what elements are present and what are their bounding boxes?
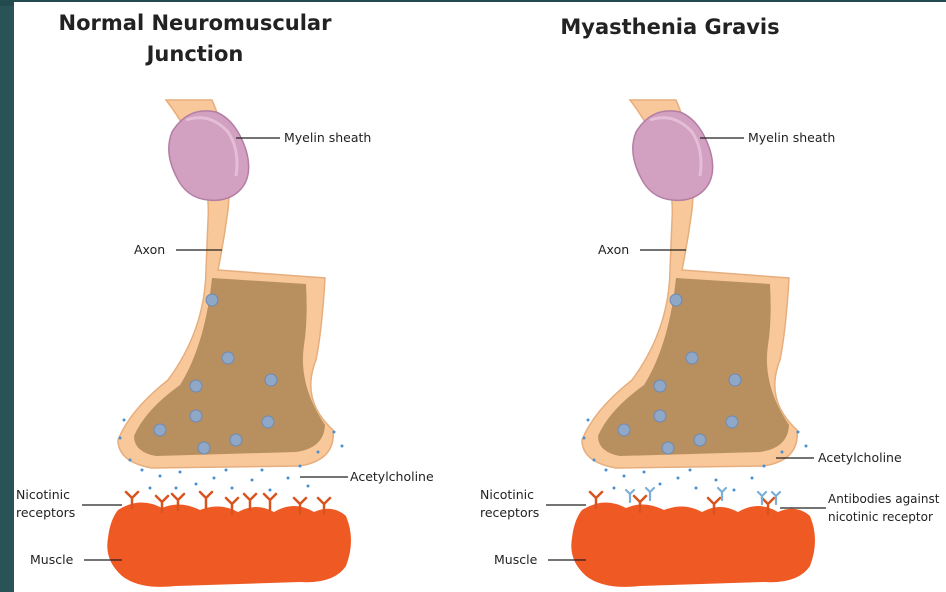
normal-panel-title: Normal Neuromuscular Junction: [40, 8, 350, 70]
normal-junction-illustration: [107, 100, 351, 587]
myelin-sheath-label: Myelin sheath: [284, 129, 371, 147]
acetylcholine-label: Acetylcholine: [350, 468, 434, 486]
mg-axon-label: Axon: [598, 241, 629, 259]
antibodies: [626, 488, 780, 504]
myasthenia-junction-illustration: [571, 100, 815, 587]
muscle-label: Muscle: [30, 551, 73, 569]
mg-panel-title: Myasthenia Gravis: [530, 12, 810, 43]
mg-muscle-label: Muscle: [494, 551, 537, 569]
antibodies-label: Antibodies against nicotinic receptor: [828, 490, 939, 526]
mg-nicotinic-receptors-label: Nicotinic receptors: [480, 486, 539, 522]
nicotinic-receptors-label: Nicotinic receptors: [16, 486, 75, 522]
mg-myelin-sheath-label: Myelin sheath: [748, 129, 835, 147]
axon-label: Axon: [134, 241, 165, 259]
mg-acetylcholine-label: Acetylcholine: [818, 449, 902, 467]
